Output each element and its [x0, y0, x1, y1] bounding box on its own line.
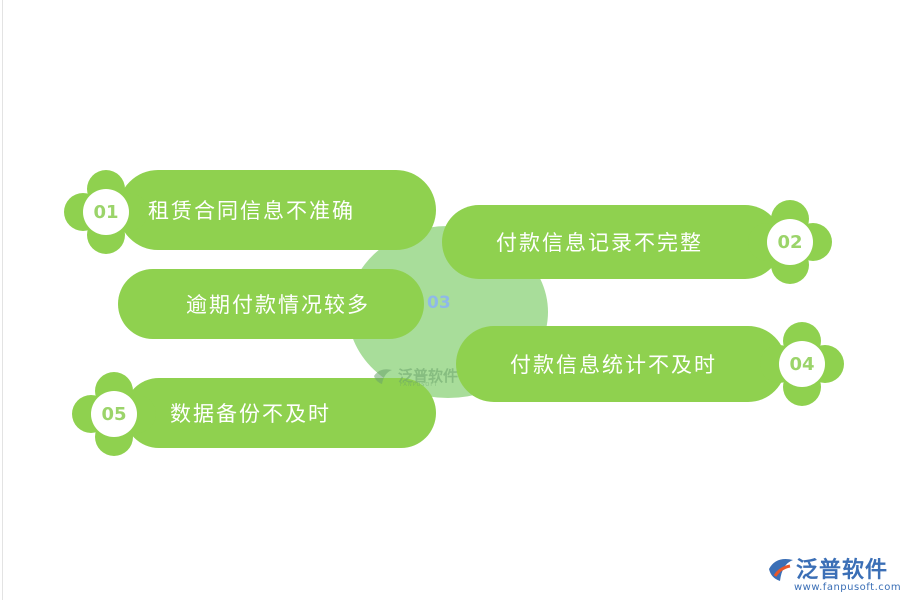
item-01-badge: 01	[64, 170, 148, 254]
left-border-line	[2, 0, 3, 600]
item-04-badge: 04	[760, 322, 844, 406]
item-01-number: 01	[83, 189, 129, 235]
item-04-number: 04	[779, 341, 825, 387]
item-05-badge: 05	[72, 372, 156, 456]
item-05-pill: 数据备份不及时	[124, 378, 436, 448]
item-03-pill: 逾期付款情况较多	[118, 269, 424, 339]
item-02-number: 02	[767, 219, 813, 265]
item-01-label: 租赁合同信息不准确	[148, 199, 355, 223]
brand-url: www.fanpusoft.com	[794, 582, 900, 593]
item-04-label: 付款信息统计不及时	[510, 353, 717, 377]
fanpu-logo-icon	[374, 368, 392, 384]
center-watermark-text: 泛普软件	[398, 367, 459, 385]
fanpu-logo-icon	[769, 559, 793, 581]
item-02-badge: 02	[748, 200, 832, 284]
item-02-pill: 付款信息记录不完整	[442, 205, 782, 279]
brand-logo: 泛普软件 www.fanpusoft.com	[766, 552, 900, 596]
item-05-label: 数据备份不及时	[170, 402, 331, 426]
item-05-number: 05	[91, 391, 137, 437]
item-03-label: 逾期付款情况较多	[186, 293, 370, 317]
brand-name: 泛普软件	[796, 558, 889, 583]
center-number: 03	[427, 293, 451, 313]
item-01-pill: 租赁合同信息不准确	[118, 170, 436, 250]
item-04-pill: 付款信息统计不及时	[456, 326, 786, 402]
item-02-label: 付款信息记录不完整	[496, 231, 703, 255]
center-watermark-subtext: FANPUSOFT	[400, 382, 439, 388]
center-watermark: 泛普软件 FANPUSOFT	[372, 365, 459, 388]
